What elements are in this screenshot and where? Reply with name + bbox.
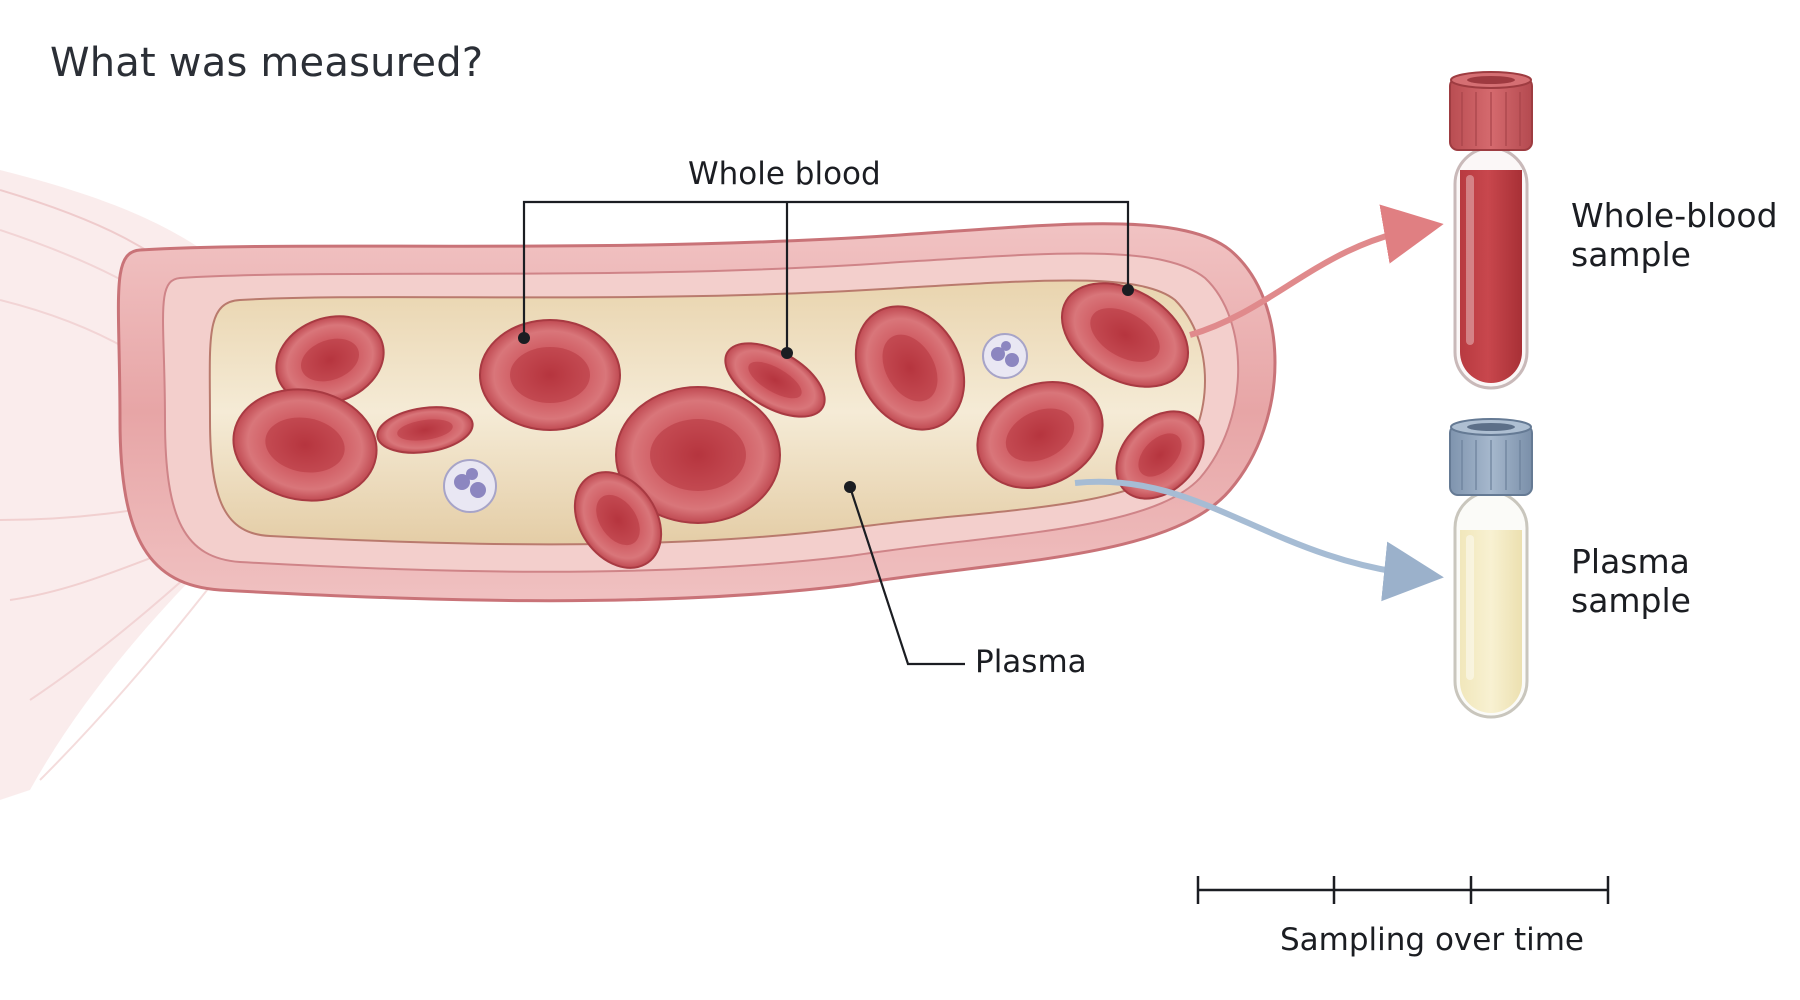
- whole-blood-arrow: [1189, 204, 1444, 338]
- page-title: What was measured?: [50, 40, 484, 86]
- sampling-timeline: [1196, 876, 1610, 904]
- plasma-leader-line: [848, 486, 965, 666]
- red-blood-cells: [232, 282, 1205, 569]
- rbc: [1115, 410, 1205, 500]
- rbc: [615, 386, 781, 524]
- plasma-label: Plasma: [975, 644, 1087, 680]
- timeline-label: Sampling over time: [1280, 922, 1584, 958]
- rbc: [854, 305, 966, 431]
- rbc: [275, 315, 385, 405]
- rbc: [376, 406, 474, 454]
- whole-blood-sample-label: Whole-blood sample: [1571, 196, 1778, 274]
- plasma-tube: [1449, 418, 1533, 719]
- rbc: [232, 388, 378, 502]
- whole-blood-tube: [1449, 71, 1533, 390]
- whole-blood-bracket: [522, 200, 1130, 353]
- callout-dots: [518, 284, 1134, 493]
- rbc: [976, 381, 1104, 489]
- whole-blood-label: Whole blood: [688, 156, 881, 192]
- plasma-sample-line-2: sample: [1571, 581, 1691, 620]
- rbc: [479, 319, 621, 431]
- rbc: [573, 471, 663, 569]
- plasma-sample-line-1: Plasma: [1571, 542, 1690, 581]
- whole-blood-sample-line-2: sample: [1571, 235, 1691, 274]
- white-blood-cells: [443, 333, 1028, 513]
- plasma-arrow: [1074, 478, 1444, 602]
- rbc: [1060, 282, 1190, 388]
- plasma-sample-label: Plasma sample: [1571, 542, 1691, 620]
- whole-blood-sample-line-1: Whole-blood: [1571, 196, 1778, 235]
